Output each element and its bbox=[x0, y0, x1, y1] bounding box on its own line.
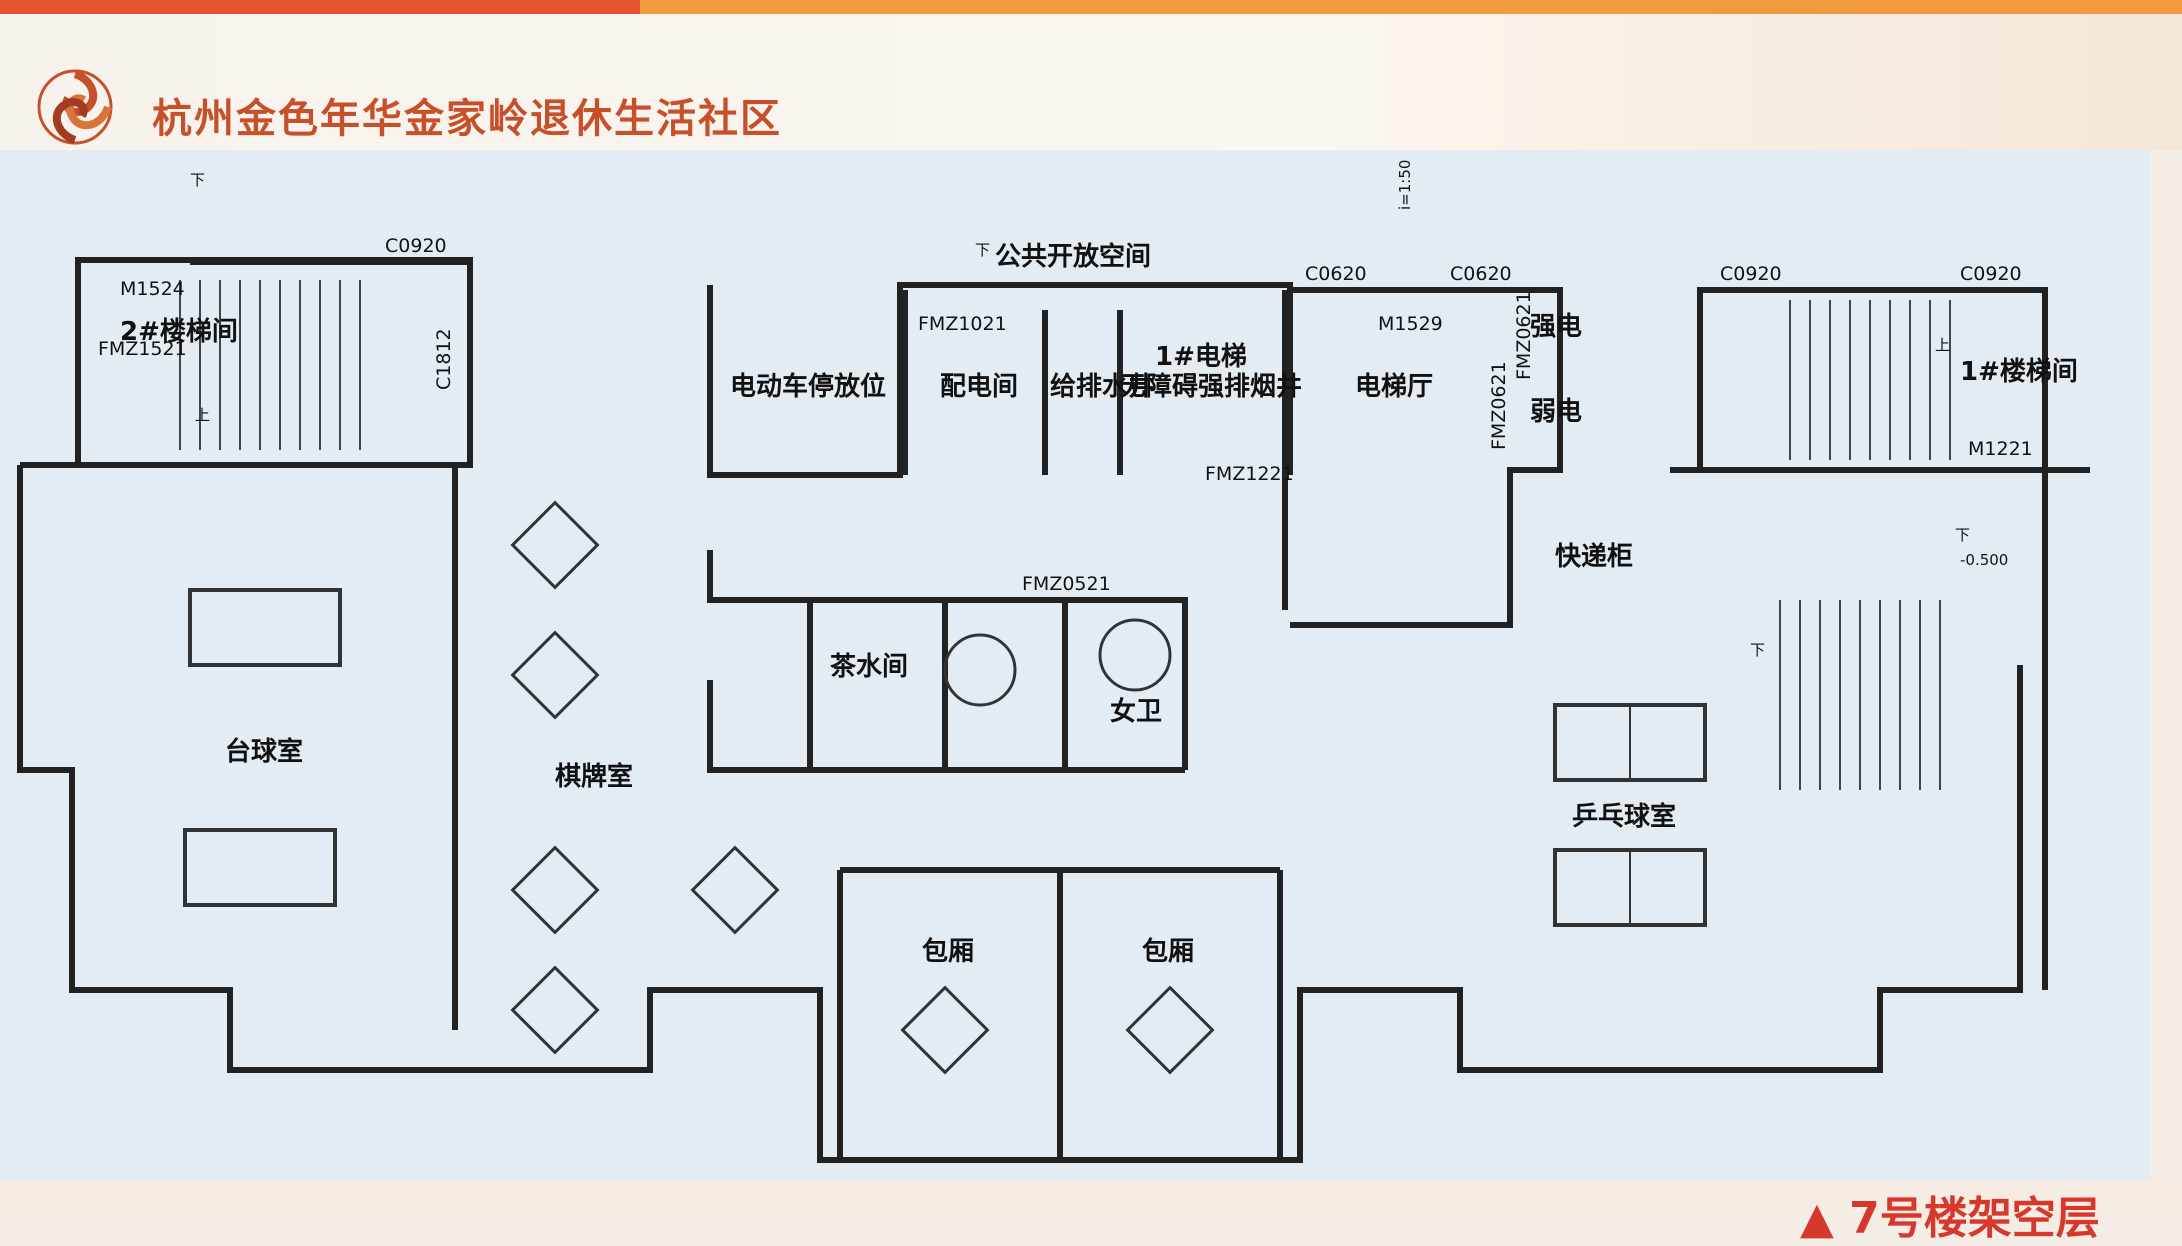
code-m1524: M1524 bbox=[120, 278, 185, 300]
ramp-ratio: i=1:50 bbox=[1396, 160, 1414, 210]
arrow-down-1: 下 bbox=[190, 171, 205, 189]
code-c0920a: C0920 bbox=[385, 235, 447, 257]
arrow-down-3: 下 bbox=[1955, 526, 1970, 544]
label-tea: 茶水间 bbox=[830, 652, 908, 682]
label-weak: 弱电 bbox=[1530, 397, 1582, 427]
page-title: 杭州金色年华金家岭退休生活社区 bbox=[152, 95, 782, 142]
label-courier: 快递柜 bbox=[1555, 541, 1633, 572]
code-fmz0621b: FMZ0621 bbox=[1513, 291, 1535, 380]
code-c0620b: C0620 bbox=[1450, 263, 1512, 285]
code-fmz1221: FMZ1221 bbox=[1205, 463, 1294, 485]
label-strong: 强电 bbox=[1530, 312, 1582, 342]
code-fmz1021: FMZ1021 bbox=[918, 313, 1007, 335]
code-m1529: M1529 bbox=[1378, 313, 1443, 335]
arrow-up-1: 上 bbox=[195, 406, 210, 424]
label-public: 公共开放空间 bbox=[995, 241, 1151, 272]
billiard-table bbox=[188, 588, 342, 667]
code-c0920b: C0920 bbox=[1720, 263, 1782, 285]
walls bbox=[17, 257, 2090, 1163]
label-smoke: 无障碍强排烟井 bbox=[1120, 371, 1302, 402]
floor-plan-panel: 2#楼梯间 1#楼梯间 电动车停放位 配电间 给排水井 无障碍强排烟井 1#电梯… bbox=[0, 150, 2150, 1180]
label-pipe: 给排水井 bbox=[1050, 371, 1154, 402]
label-billiard: 台球室 bbox=[225, 736, 303, 767]
code-c0920c: C0920 bbox=[1960, 263, 2022, 285]
toilet-turning-circle bbox=[1098, 618, 1172, 692]
card-tables bbox=[510, 500, 1215, 1075]
code-m1221: M1221 bbox=[1968, 438, 2033, 460]
label-women: 女卫 bbox=[1110, 696, 1162, 727]
label-stair1: 1#楼梯间 bbox=[1960, 357, 2078, 387]
label-pingpong: 乒乓球室 bbox=[1572, 801, 1676, 832]
label-room2: 包厢 bbox=[1142, 936, 1194, 967]
label-stair2: 2#楼梯间 bbox=[120, 317, 238, 347]
code-c1812: C1812 bbox=[433, 328, 455, 390]
label-chess: 棋牌室 bbox=[555, 761, 633, 792]
page-subtitle-text: 7号楼架空层 bbox=[1849, 1193, 2100, 1244]
label-ebike: 电动车停放位 bbox=[730, 371, 886, 402]
arrow-down-2: 下 bbox=[975, 241, 990, 259]
billiard-table bbox=[183, 828, 337, 907]
arrow-up-2: 上 bbox=[1935, 336, 1950, 354]
code-c0620a: C0620 bbox=[1305, 263, 1367, 285]
label-elevator1: 1#电梯 bbox=[1155, 342, 1247, 372]
floor-plan-drawing: 2#楼梯间 1#楼梯间 电动车停放位 配电间 给排水井 无障碍强排烟井 1#电梯… bbox=[17, 160, 2090, 1163]
label-room1: 包厢 bbox=[922, 936, 974, 967]
code-fmz0521: FMZ0521 bbox=[1022, 573, 1111, 595]
swirl-logo-icon bbox=[37, 69, 113, 145]
bottom-band bbox=[0, 1180, 2182, 1215]
code-level: -0.500 bbox=[1960, 551, 2008, 569]
page-subtitle: ▲ 7号楼架空层 bbox=[1800, 1193, 2100, 1244]
top-band-accent bbox=[640, 0, 2182, 14]
header bbox=[0, 14, 2182, 150]
label-lobby: 电梯厅 bbox=[1355, 372, 1433, 402]
arrow-down-4: 下 bbox=[1750, 641, 1765, 659]
stair-treads bbox=[179, 280, 1951, 790]
code-fmz0621: FMZ0621 bbox=[1488, 361, 1510, 450]
code-fmz1521: FMZ1521 bbox=[98, 338, 187, 360]
label-power: 配电间 bbox=[940, 372, 1018, 402]
toilet-turning-circle bbox=[943, 633, 1017, 707]
